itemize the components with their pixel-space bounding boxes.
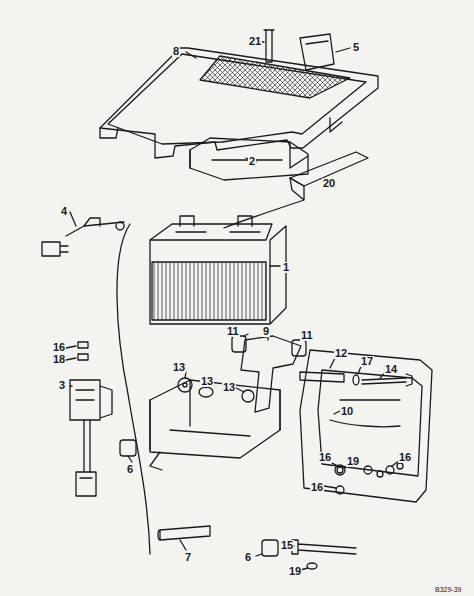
callout-number: 19 xyxy=(288,566,302,577)
callout-number: 10 xyxy=(340,406,354,417)
drawing-number: B329-39 xyxy=(434,586,462,593)
callout-number: 6 xyxy=(244,552,252,563)
callout-number: 11 xyxy=(300,330,314,341)
callout-number: 17 xyxy=(360,356,374,367)
callout-number: 20 xyxy=(322,178,336,189)
callout-number: 14 xyxy=(384,364,398,375)
callout-number: 11 xyxy=(226,326,240,337)
callout-number: 8 xyxy=(172,46,180,57)
callout-number: 13 xyxy=(172,362,186,373)
callout-number: 16 xyxy=(310,482,324,493)
callout-number: 12 xyxy=(334,348,348,359)
callout-number: 13 xyxy=(200,376,214,387)
callout-number: 16 xyxy=(52,342,66,353)
callout-number: 4 xyxy=(60,206,68,217)
callout-number: 6 xyxy=(126,464,134,475)
callout-number: 16 xyxy=(398,452,412,463)
callout-number: 16 xyxy=(318,452,332,463)
callout-number: 3 xyxy=(58,380,66,391)
callout-number: 21 xyxy=(248,36,262,47)
callout-number: 2 xyxy=(248,156,256,167)
callout-number: 5 xyxy=(352,42,360,53)
callout-number: 1 xyxy=(282,262,290,273)
callout-number: 13 xyxy=(222,382,236,393)
callout-number: 19 xyxy=(346,456,360,467)
callout-number: 15 xyxy=(280,540,294,551)
callout-number: 7 xyxy=(184,552,192,563)
callout-number: 18 xyxy=(52,354,66,365)
callout-number: 9 xyxy=(262,326,270,337)
